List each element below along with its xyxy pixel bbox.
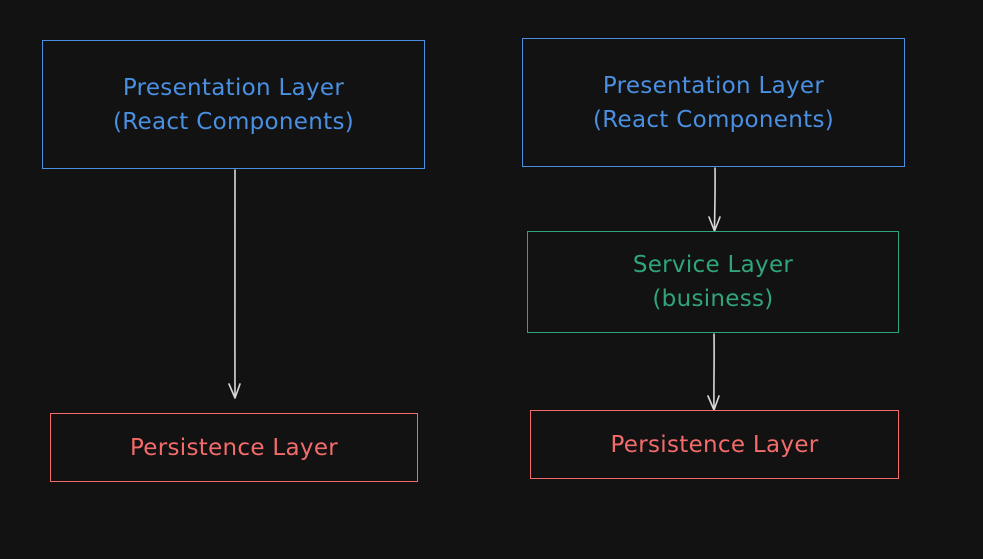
left-presentation-layer-box: Presentation Layer (React Components) <box>42 40 425 169</box>
right-presentation-title: Presentation Layer <box>602 72 825 99</box>
right-service-layer-box: Service Layer (business) <box>527 231 899 333</box>
arrow-right-service-to-persistence <box>707 333 720 411</box>
right-service-title: Service Layer <box>632 252 794 278</box>
right-persistence-title: Persistence Layer <box>610 431 819 458</box>
right-service-subtitle: (business) <box>652 286 774 312</box>
left-presentation-title: Presentation Layer <box>122 74 345 101</box>
right-presentation-layer-box: Presentation Layer (React Components) <box>522 38 905 167</box>
right-presentation-subtitle: (React Components) <box>592 106 835 133</box>
left-presentation-subtitle: (React Components) <box>112 108 355 135</box>
right-persistence-layer-box: Persistence Layer <box>530 410 899 479</box>
left-persistence-layer-box: Persistence Layer <box>50 413 418 482</box>
arrow-left-presentation-to-persistence <box>228 169 241 399</box>
left-persistence-title: Persistence Layer <box>129 434 339 461</box>
arrow-right-presentation-to-service <box>708 167 721 232</box>
